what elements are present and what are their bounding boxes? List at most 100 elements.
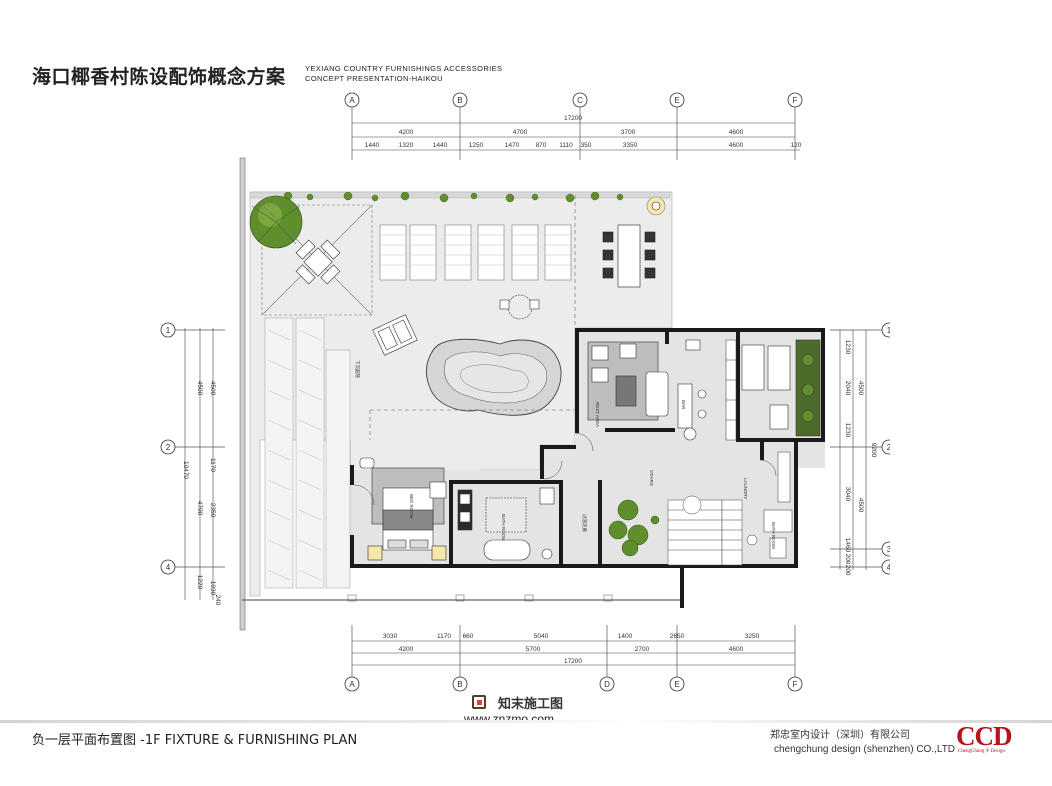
dim-right-2: 1230: [844, 423, 851, 438]
dim-bottom-2-0: 4200: [399, 646, 414, 653]
dim-bottom-1-6: 3250: [745, 633, 760, 640]
title-english: YEXIANG COUNTRY FURNISHINGS ACCESSORIES …: [305, 64, 502, 84]
axis-right-2: 2: [887, 443, 890, 452]
dim-bottom-2-3: 4600: [729, 646, 744, 653]
bathroom-top-right: [741, 339, 821, 437]
dim-left-1: 1170: [209, 458, 216, 472]
dim-bottom-1-2: 660: [463, 633, 474, 640]
watermark-name: 知末施工图: [498, 697, 564, 712]
dim-top-2-4: 1470: [505, 142, 520, 149]
axis-bottom-e: E: [674, 680, 679, 689]
dim-top-1-0: 4200: [399, 129, 414, 136]
dim-top-total: 17200: [564, 115, 582, 122]
company-logo: CCD: [956, 721, 1012, 751]
dim-top-2-8: 3350: [623, 142, 638, 149]
dim-bottom-2-2: 2700: [635, 646, 650, 653]
dim-bottom-1-3: 5040: [534, 633, 549, 640]
left-planting-strips: [264, 317, 351, 589]
label-bath-room-2: BATH ROOM: [501, 514, 506, 541]
label-court: 下沉庭院: [354, 360, 361, 378]
dim-right-outer-1: 4500: [857, 498, 864, 513]
axis-top-e: E: [674, 96, 679, 105]
dim-top-2-7: 350: [581, 142, 592, 149]
interior-plant: [608, 499, 660, 557]
label-bath-room: BATH ROOM: [771, 522, 776, 549]
dim-bottom-2-1: 5700: [526, 646, 541, 653]
walls: [350, 328, 825, 608]
title-chinese: 海口椰香村陈设配饰概念方案: [32, 66, 286, 88]
label-hall: 过道走廊: [581, 514, 588, 532]
dim-left-extra-1: 240: [214, 595, 221, 606]
footer-divider: [0, 720, 1052, 723]
dim-top-2-5: 870: [536, 142, 547, 149]
cabinet-strip: [725, 339, 737, 441]
planter-row: [249, 191, 671, 203]
watermark-logo-icon: [472, 695, 486, 709]
axis-bottom-b: B: [457, 680, 462, 689]
dim-bottom-1-4: 1400: [618, 633, 633, 640]
watermark: 知末施工图 www.znzmo.com: [462, 692, 602, 732]
axis-left-1: 1: [166, 326, 171, 335]
dim-top-1-1: 4700: [513, 129, 528, 136]
company-logo-sub: ChengChung ® Design: [958, 749, 1005, 754]
axis-bottom-f: F: [793, 680, 798, 689]
axis-top-f: F: [793, 96, 798, 105]
axis-top-c: C: [577, 96, 583, 105]
dim-bottom-1-1: 1170: [437, 633, 451, 640]
axis-right-3: 3: [887, 545, 890, 554]
dim-top-2-0: 1440: [365, 142, 380, 149]
zone-dashes: [369, 195, 576, 440]
dim-bottom-1-0: 3030: [383, 633, 398, 640]
rest-area-furniture: [587, 339, 707, 441]
dim-left-0: 4500: [209, 381, 216, 396]
axis-bubbles-top: [344, 92, 803, 108]
axis-top-a: A: [349, 96, 355, 105]
dim-right-1: 2040: [844, 381, 851, 396]
dim-top-2-3: 1250: [469, 142, 484, 149]
company-block: 郑忠室内设计（深圳）有限公司 chengchung design (shenzh…: [760, 721, 1020, 766]
drawing-title: 负一层平面布置图 -1F FIXTURE & FURNISHING PLAN: [32, 733, 358, 748]
dim-top-2-9: 4600: [729, 142, 744, 149]
pavilion: [261, 204, 373, 316]
door-swings: [353, 432, 777, 506]
strip-hatching: [267, 329, 322, 581]
dim-right-extra-0: 200: [844, 554, 851, 565]
floor-plan: A B C E F A B D E F 1 2 4 1 2 3 4: [160, 92, 890, 692]
dining-set: [602, 196, 666, 288]
dim-top-2-10: 120: [791, 142, 802, 149]
dim-top-2-1: 1320: [399, 142, 414, 149]
lounger-stripes: [380, 234, 571, 266]
stairs: [667, 495, 743, 566]
tree-top-left: [249, 195, 303, 249]
bedroom: [359, 457, 447, 561]
dim-left-outer-0: 4500: [196, 381, 203, 396]
dim-bottom-1-5: 2650: [670, 633, 685, 640]
label-stairs: STAIRS: [649, 470, 654, 486]
title-english-line-2: CONCEPT PRESENTATION-HAIKOU: [305, 74, 443, 83]
dim-top-2-2: 1440: [433, 142, 448, 149]
axis-left-2: 2: [166, 443, 171, 452]
axis-bubbles-left: [160, 322, 176, 575]
boundary-markers: [347, 594, 613, 602]
dim-right-3: 3040: [844, 487, 851, 502]
dim-left-2: 2350: [209, 503, 216, 518]
dim-top-1-3: 4600: [729, 129, 744, 136]
axis-left-4: 4: [166, 563, 171, 572]
label-rest-area: REST AREA: [595, 402, 600, 427]
laundry-bath: [746, 451, 793, 559]
axis-top-b: B: [457, 96, 462, 105]
label-bar: BAR: [681, 400, 686, 410]
dim-top-1-2: 3700: [621, 129, 636, 136]
axis-right-1: 1: [887, 326, 890, 335]
axis-bottom-d: D: [604, 680, 610, 689]
dim-left-outer-1: 4700: [196, 501, 203, 516]
dim-bottom-total: 17200: [564, 658, 582, 665]
sun-loungers: [379, 224, 572, 281]
axis-bubbles-bottom: [344, 676, 803, 692]
dimension-lines: [184, 122, 867, 666]
company-name-en: chengchung design (shenzhen) CO.,LTD: [774, 744, 956, 755]
pond: [425, 338, 562, 416]
dim-right-total: 9200: [870, 443, 877, 458]
dim-right-outer-0: 4500: [857, 381, 864, 396]
dim-top-2-6: 1110: [559, 142, 573, 149]
